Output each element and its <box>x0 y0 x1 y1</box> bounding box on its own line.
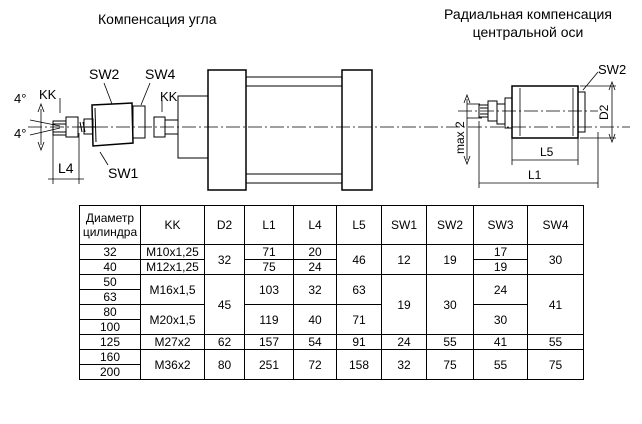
cell-sw1: 19 <box>381 274 427 335</box>
cell-l1: 157 <box>244 334 294 350</box>
cell-d2: 32 <box>204 244 245 275</box>
cell-d2: 45 <box>204 274 245 335</box>
table-header-row: Диаметр цилиндра KK D2 L1 L4 L5 SW1 SW2 … <box>79 205 584 245</box>
caption-radial-compensation: Радиальная компенсация центральной оси <box>440 5 616 41</box>
header-d2: D2 <box>204 205 245 245</box>
technical-drawing: 4° 4° KK SW2 SW4 KK L4 SW1 SW2 max 2 D2 … <box>14 62 630 191</box>
cell-sw3: 55 <box>473 349 528 380</box>
cell-sw4: 75 <box>527 349 584 380</box>
table-row: 32 M10x1,25 32 71 20 46 12 19 17 30 <box>79 244 584 275</box>
cell-l5: 71 <box>336 304 382 335</box>
cell-l4: 20 <box>293 244 337 260</box>
cell-sw1: 24 <box>381 334 427 350</box>
cell-l4: 40 <box>293 304 337 335</box>
cell-sw1: 32 <box>381 349 427 380</box>
cylinder-left <box>177 69 373 191</box>
cell-sw3: 24 <box>473 274 528 305</box>
cell-l1: 75 <box>244 259 294 275</box>
kk-label-left: KK <box>39 87 57 102</box>
cell-sw2: 30 <box>426 274 474 335</box>
cell-sw2: 75 <box>426 349 474 380</box>
cell-sw2: 19 <box>426 244 474 275</box>
cell-kk: M27x2 <box>140 334 205 350</box>
cell-diameter: 200 <box>79 364 141 380</box>
piston-rod-left <box>132 105 179 139</box>
cell-sw3: 41 <box>473 334 528 350</box>
header-sw2: SW2 <box>426 205 474 245</box>
cell-sw4: 41 <box>527 274 584 335</box>
cell-l1: 119 <box>244 304 294 335</box>
cell-d2: 80 <box>204 349 245 380</box>
coupler-body-left <box>79 102 134 147</box>
l4-label: L4 <box>58 160 74 176</box>
cell-kk: M16x1,5 <box>140 274 205 305</box>
header-l4: L4 <box>293 205 337 245</box>
sw1-label: SW1 <box>108 165 139 181</box>
angle-label-top: 4° <box>14 91 26 106</box>
cell-l4: 72 <box>293 349 337 380</box>
table-row: 40 M12x1,25 75 24 19 <box>79 259 584 275</box>
cell-l5: 91 <box>336 334 382 350</box>
cell-l5: 63 <box>336 274 382 305</box>
coupler-body-right <box>496 85 586 139</box>
cell-l5: 158 <box>336 349 382 380</box>
header-sw1: SW1 <box>381 205 427 245</box>
l1-label: L1 <box>528 168 542 182</box>
header-kk: KK <box>140 205 205 245</box>
cell-diameter: 63 <box>79 289 141 305</box>
cell-diameter: 32 <box>79 244 141 260</box>
angle-label-bottom: 4° <box>14 126 26 141</box>
cell-l4: 54 <box>293 334 337 350</box>
cell-d2: 62 <box>204 334 245 350</box>
cell-l1: 71 <box>244 244 294 260</box>
cell-sw4: 55 <box>527 334 584 350</box>
cell-l4: 24 <box>293 259 337 275</box>
cell-sw3: 17 <box>473 244 528 260</box>
table-row: 80 M20x1,5 119 40 71 30 <box>79 304 584 335</box>
cell-l4: 32 <box>293 274 337 305</box>
cell-sw1: 12 <box>381 244 427 275</box>
l5-label: L5 <box>540 145 554 159</box>
cell-l1: 251 <box>244 349 294 380</box>
cell-sw4: 30 <box>527 244 584 275</box>
sw2-label-left: SW2 <box>89 66 120 82</box>
header-sw3: SW3 <box>473 205 528 245</box>
d2-label: D2 <box>597 104 611 120</box>
sw2-label-right: SW2 <box>598 62 626 77</box>
table-row: 160 M36x2 80 251 72 158 32 75 55 75 <box>79 349 584 380</box>
cell-sw3: 30 <box>473 304 528 335</box>
cell-sw3: 19 <box>473 259 528 275</box>
cell-diameter: 80 <box>79 304 141 320</box>
header-sw4: SW4 <box>527 205 584 245</box>
cell-diameter: 50 <box>79 274 141 290</box>
caption-radial-line1: Радиальная компенсация <box>444 6 612 22</box>
cell-diameter: 100 <box>79 319 141 335</box>
table-row: 125 M27x2 62 157 54 91 24 55 41 55 <box>79 334 584 350</box>
cell-l1: 103 <box>244 274 294 305</box>
max2-label: max 2 <box>453 121 467 154</box>
cell-l5: 46 <box>336 244 382 275</box>
table-row: 50 M16x1,5 45 103 32 63 19 30 24 41 <box>79 274 584 335</box>
dimensions-table: Диаметр цилиндра KK D2 L1 L4 L5 SW1 SW2 … <box>79 205 584 380</box>
header-l1: L1 <box>244 205 294 245</box>
cell-diameter: 160 <box>79 349 141 365</box>
kk-label-right: KK <box>160 89 178 104</box>
cell-diameter: 40 <box>79 259 141 275</box>
cell-kk: M36x2 <box>140 349 205 380</box>
header-l5: L5 <box>336 205 382 245</box>
caption-radial-line2: центральной оси <box>472 24 584 40</box>
cell-kk: M10x1,25 <box>140 244 205 260</box>
sw4-label: SW4 <box>145 66 176 82</box>
cell-sw2: 55 <box>426 334 474 350</box>
cell-kk: M20x1,5 <box>140 304 205 335</box>
header-diameter: Диаметр цилиндра <box>79 205 141 245</box>
table-row: 200 <box>79 364 584 380</box>
caption-angle-compensation: Компенсация угла <box>98 11 217 27</box>
cell-diameter: 125 <box>79 334 141 350</box>
cell-kk: M12x1,25 <box>140 259 205 275</box>
